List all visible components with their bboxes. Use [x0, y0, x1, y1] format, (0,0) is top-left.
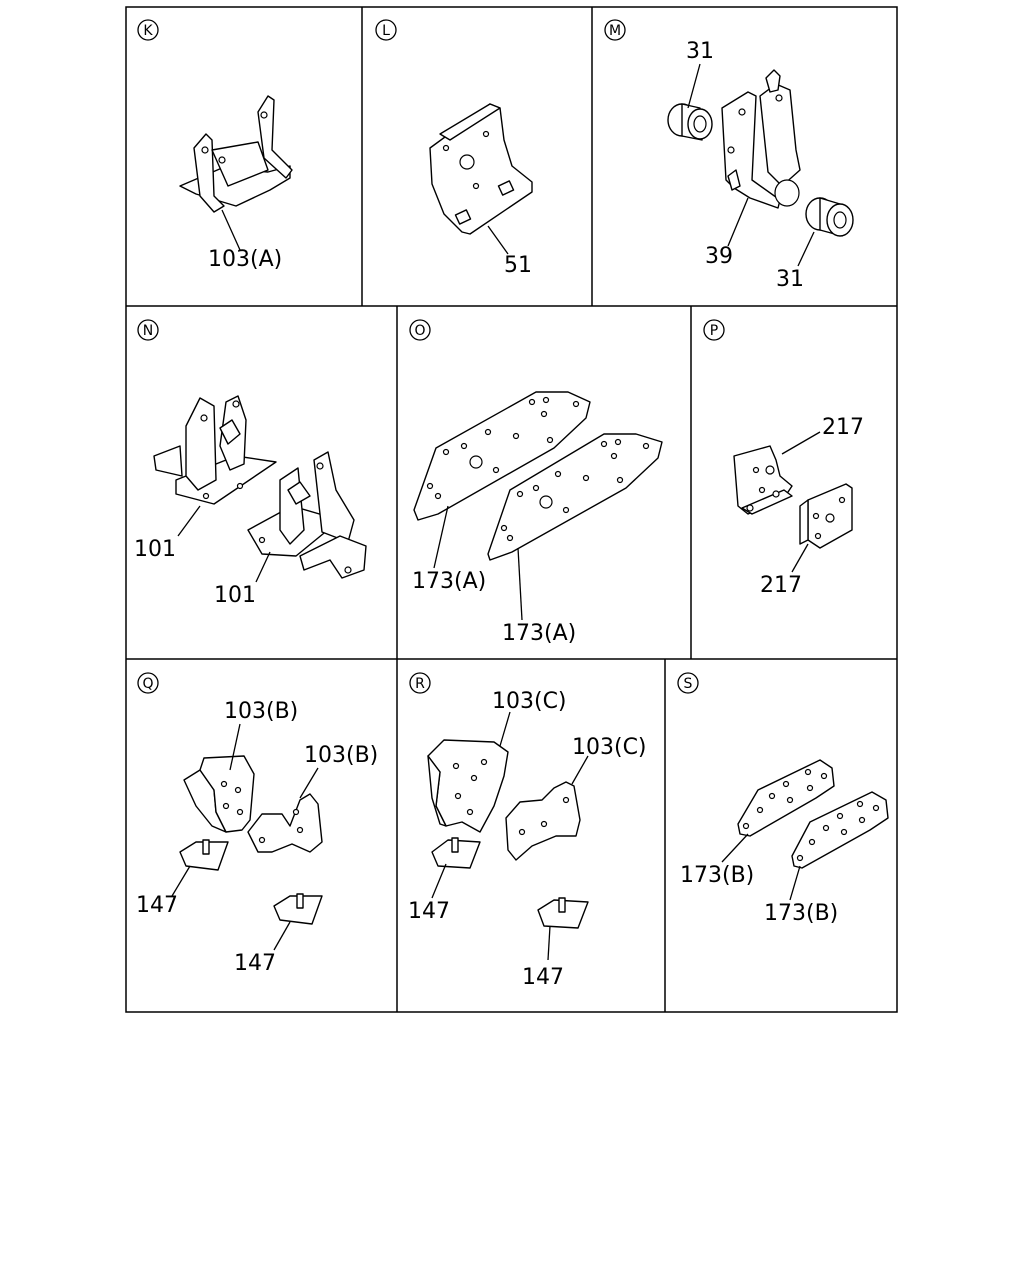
svg-text:N: N: [143, 323, 153, 339]
bracket-39-drawing: [721, 69, 801, 209]
callout-103c-right: 103(C): [572, 735, 647, 760]
callout-51: 51: [504, 253, 532, 278]
panel-s-letter: S: [677, 672, 699, 694]
bracket-103b-left-drawing: [183, 755, 255, 833]
panel-q: Q 103(B) 103(B) 147 1: [136, 672, 378, 976]
bushing-31-upper: [667, 103, 713, 141]
svg-text:L: L: [382, 23, 390, 39]
bracket-217-lower-drawing: [799, 483, 853, 549]
pad-147-left: [179, 839, 229, 871]
bracket-103b-right-drawing: [247, 793, 323, 853]
svg-text:R: R: [415, 676, 425, 692]
panel-o-letter: O: [409, 319, 431, 341]
svg-text:O: O: [414, 323, 425, 339]
callout-147-r-right: 147: [522, 965, 564, 990]
callout-103c-left: 103(C): [492, 689, 567, 714]
pad-147-right: [273, 893, 323, 925]
plate-173a-lower-drawing: [487, 433, 663, 561]
bracket-39-eye: [774, 179, 800, 207]
callout-103b-left: 103(B): [224, 699, 298, 724]
panel-l: L 51: [375, 19, 533, 278]
callout-103a: 103(A): [208, 247, 282, 272]
panel-s: S 173(B) 173(B): [677, 672, 889, 926]
panel-m: M 31 39 31: [604, 19, 854, 292]
pad-147-r-right: [537, 897, 589, 929]
bracket-51-drawing: [429, 103, 533, 235]
panel-r-letter: R: [409, 672, 431, 694]
panel-m-letter: M: [604, 19, 626, 41]
panel-k: K 103(A): [137, 19, 293, 272]
svg-text:S: S: [684, 676, 693, 692]
callout-101-lower: 101: [214, 583, 256, 608]
svg-text:P: P: [710, 323, 718, 339]
callout-173a-lower: 173(A): [502, 621, 576, 646]
plate-173b-upper-drawing: [737, 759, 835, 837]
callout-39: 39: [705, 244, 733, 269]
callout-147-right: 147: [234, 951, 276, 976]
callout-147-left: 147: [136, 893, 178, 918]
callout-103b-right: 103(B): [304, 743, 378, 768]
callout-147-r-left: 147: [408, 899, 450, 924]
panel-q-letter: Q: [137, 672, 159, 694]
callout-101-upper: 101: [134, 537, 176, 562]
plate-173a-upper-drawing: [413, 391, 591, 521]
panel-o: O: [409, 319, 663, 646]
bushing-31-lower: [805, 197, 854, 237]
svg-text:Q: Q: [142, 676, 153, 692]
callout-173b-lower: 173(B): [764, 901, 838, 926]
panel-grid: [125, 6, 898, 1013]
panel-p: P 217 217: [703, 319, 864, 598]
svg-text:M: M: [609, 23, 621, 39]
bracket-217-upper-drawing: [733, 445, 793, 515]
panel-p-letter: P: [703, 319, 725, 341]
bracket-103c-right-drawing: [505, 781, 581, 861]
svg-text:K: K: [143, 23, 153, 39]
pad-147-r-left: [431, 837, 481, 869]
panel-r: R 103(C) 103(C) 14: [408, 672, 647, 990]
callout-31-bottom: 31: [776, 267, 804, 292]
panel-n-letter: N: [137, 319, 159, 341]
callout-173b-upper: 173(B): [680, 863, 754, 888]
panel-l-letter: L: [375, 19, 397, 41]
callout-173a-upper: 173(A): [412, 569, 486, 594]
callout-217-upper: 217: [822, 415, 864, 440]
panel-k-letter: K: [137, 19, 159, 41]
bracket-101-upper-drawing: [153, 395, 277, 505]
bracket-103a-drawing: [179, 95, 293, 213]
bracket-103c-left-drawing: [427, 739, 509, 833]
panel-n: N 101 101: [134, 319, 367, 608]
callout-217-lower: 217: [760, 573, 802, 598]
plate-173b-lower-drawing: [791, 791, 889, 869]
bracket-101-lower-drawing: [247, 451, 367, 579]
callout-31-top: 31: [686, 39, 714, 64]
